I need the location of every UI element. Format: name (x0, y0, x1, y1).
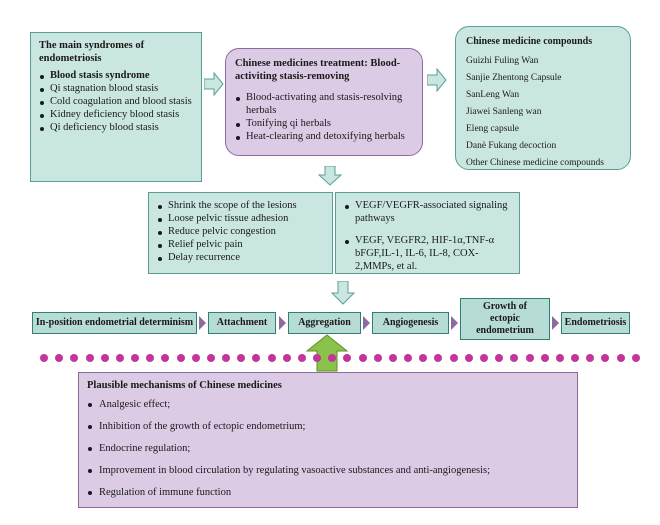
flow-arrow-icon (552, 316, 559, 330)
mechanisms-title: Plausible mechanisms of Chinese medicine… (87, 380, 282, 391)
mechanism-item: Endocrine regulation; (87, 442, 569, 455)
compounds-title: Chinese medicine compounds (466, 36, 593, 47)
compound-item: Sanjie Zhentong Capsule (466, 73, 562, 83)
syndromes-title: The main syndromes of endometriosis (39, 40, 145, 64)
syndrome-item: Qi deficiency blood stasis (39, 121, 193, 134)
pathways-box: VEGF/VEGFR-associated signaling pathways… (335, 192, 520, 274)
stage-in-position: In-position endometrial determinism (32, 312, 197, 334)
mechanism-item: Inhibition of the growth of ectopic endo… (87, 420, 569, 433)
stage-growth: Growth of ectopic endometrium (460, 298, 550, 340)
flow-arrow-icon (199, 316, 206, 330)
flow-arrow-icon (363, 316, 370, 330)
mechanism-item: Regulation of immune function (87, 486, 569, 499)
mechanism-item: Analgesic effect; (87, 398, 569, 411)
dotted-divider (40, 354, 640, 366)
effect-item: Delay recurrence (157, 251, 324, 264)
compound-item: Jiawei Sanleng wan (466, 107, 542, 117)
syndromes-box: The main syndromes of endometriosis Bloo… (30, 32, 202, 182)
mechanism-item: Improvement in blood circulation by regu… (87, 464, 569, 477)
right-arrow-icon (204, 72, 224, 96)
compound-item: Guizhi Fuling Wan (466, 56, 539, 66)
stage-attachment: Attachment (208, 312, 276, 334)
effects-box: Shrink the scope of the lesions Loose pe… (148, 192, 333, 274)
down-arrow-icon (331, 281, 355, 305)
stage-endometriosis: Endometriosis (561, 312, 630, 334)
flow-arrow-icon (451, 316, 458, 330)
compound-item: Eleng capsule (466, 124, 520, 134)
pathway-item: VEGF/VEGFR-associated signaling pathways (344, 199, 511, 225)
compound-item: Danè Fukang decoction (466, 141, 557, 151)
pathway-item: VEGF, VEGFR2, HIF-1α,TNF-α bFGF,IL-1, IL… (344, 234, 511, 273)
syndrome-item: Kidney deficiency blood stasis (39, 108, 193, 121)
compound-item: SanLeng Wan (466, 90, 520, 100)
treatment-item: Blood-activating and stasis-resolving he… (235, 91, 413, 117)
right-arrow-icon (427, 68, 447, 92)
effect-item: Reduce pelvic congestion (157, 225, 324, 238)
treatment-title: Chinese medicines treatment: Blood-activ… (235, 58, 401, 82)
effect-item: Loose pelvic tissue adhesion (157, 212, 324, 225)
treatment-box: Chinese medicines treatment: Blood-activ… (225, 48, 423, 156)
up-arrow-icon (306, 334, 348, 372)
treatment-item: Tonifying qi herbals (235, 117, 413, 130)
syndrome-item: Blood stasis syndrome (39, 69, 193, 82)
treatment-item: Heat-clearing and detoxifying herbals (235, 130, 413, 143)
stage-angiogenesis: Angiogenesis (372, 312, 449, 334)
compounds-box: Chinese medicine compounds Guizhi Fuling… (455, 26, 631, 170)
compound-item: Other Chinese medicine compounds (466, 158, 604, 168)
stage-aggregation: Aggregation (288, 312, 361, 334)
mechanisms-box: Plausible mechanisms of Chinese medicine… (78, 372, 578, 508)
down-arrow-icon (318, 166, 342, 186)
effect-item: Relief pelvic pain (157, 238, 324, 251)
effect-item: Shrink the scope of the lesions (157, 199, 324, 212)
syndrome-item: Qi stagnation blood stasis (39, 82, 193, 95)
flow-arrow-icon (279, 316, 286, 330)
syndrome-item: Cold coagulation and blood stasis (39, 95, 193, 108)
